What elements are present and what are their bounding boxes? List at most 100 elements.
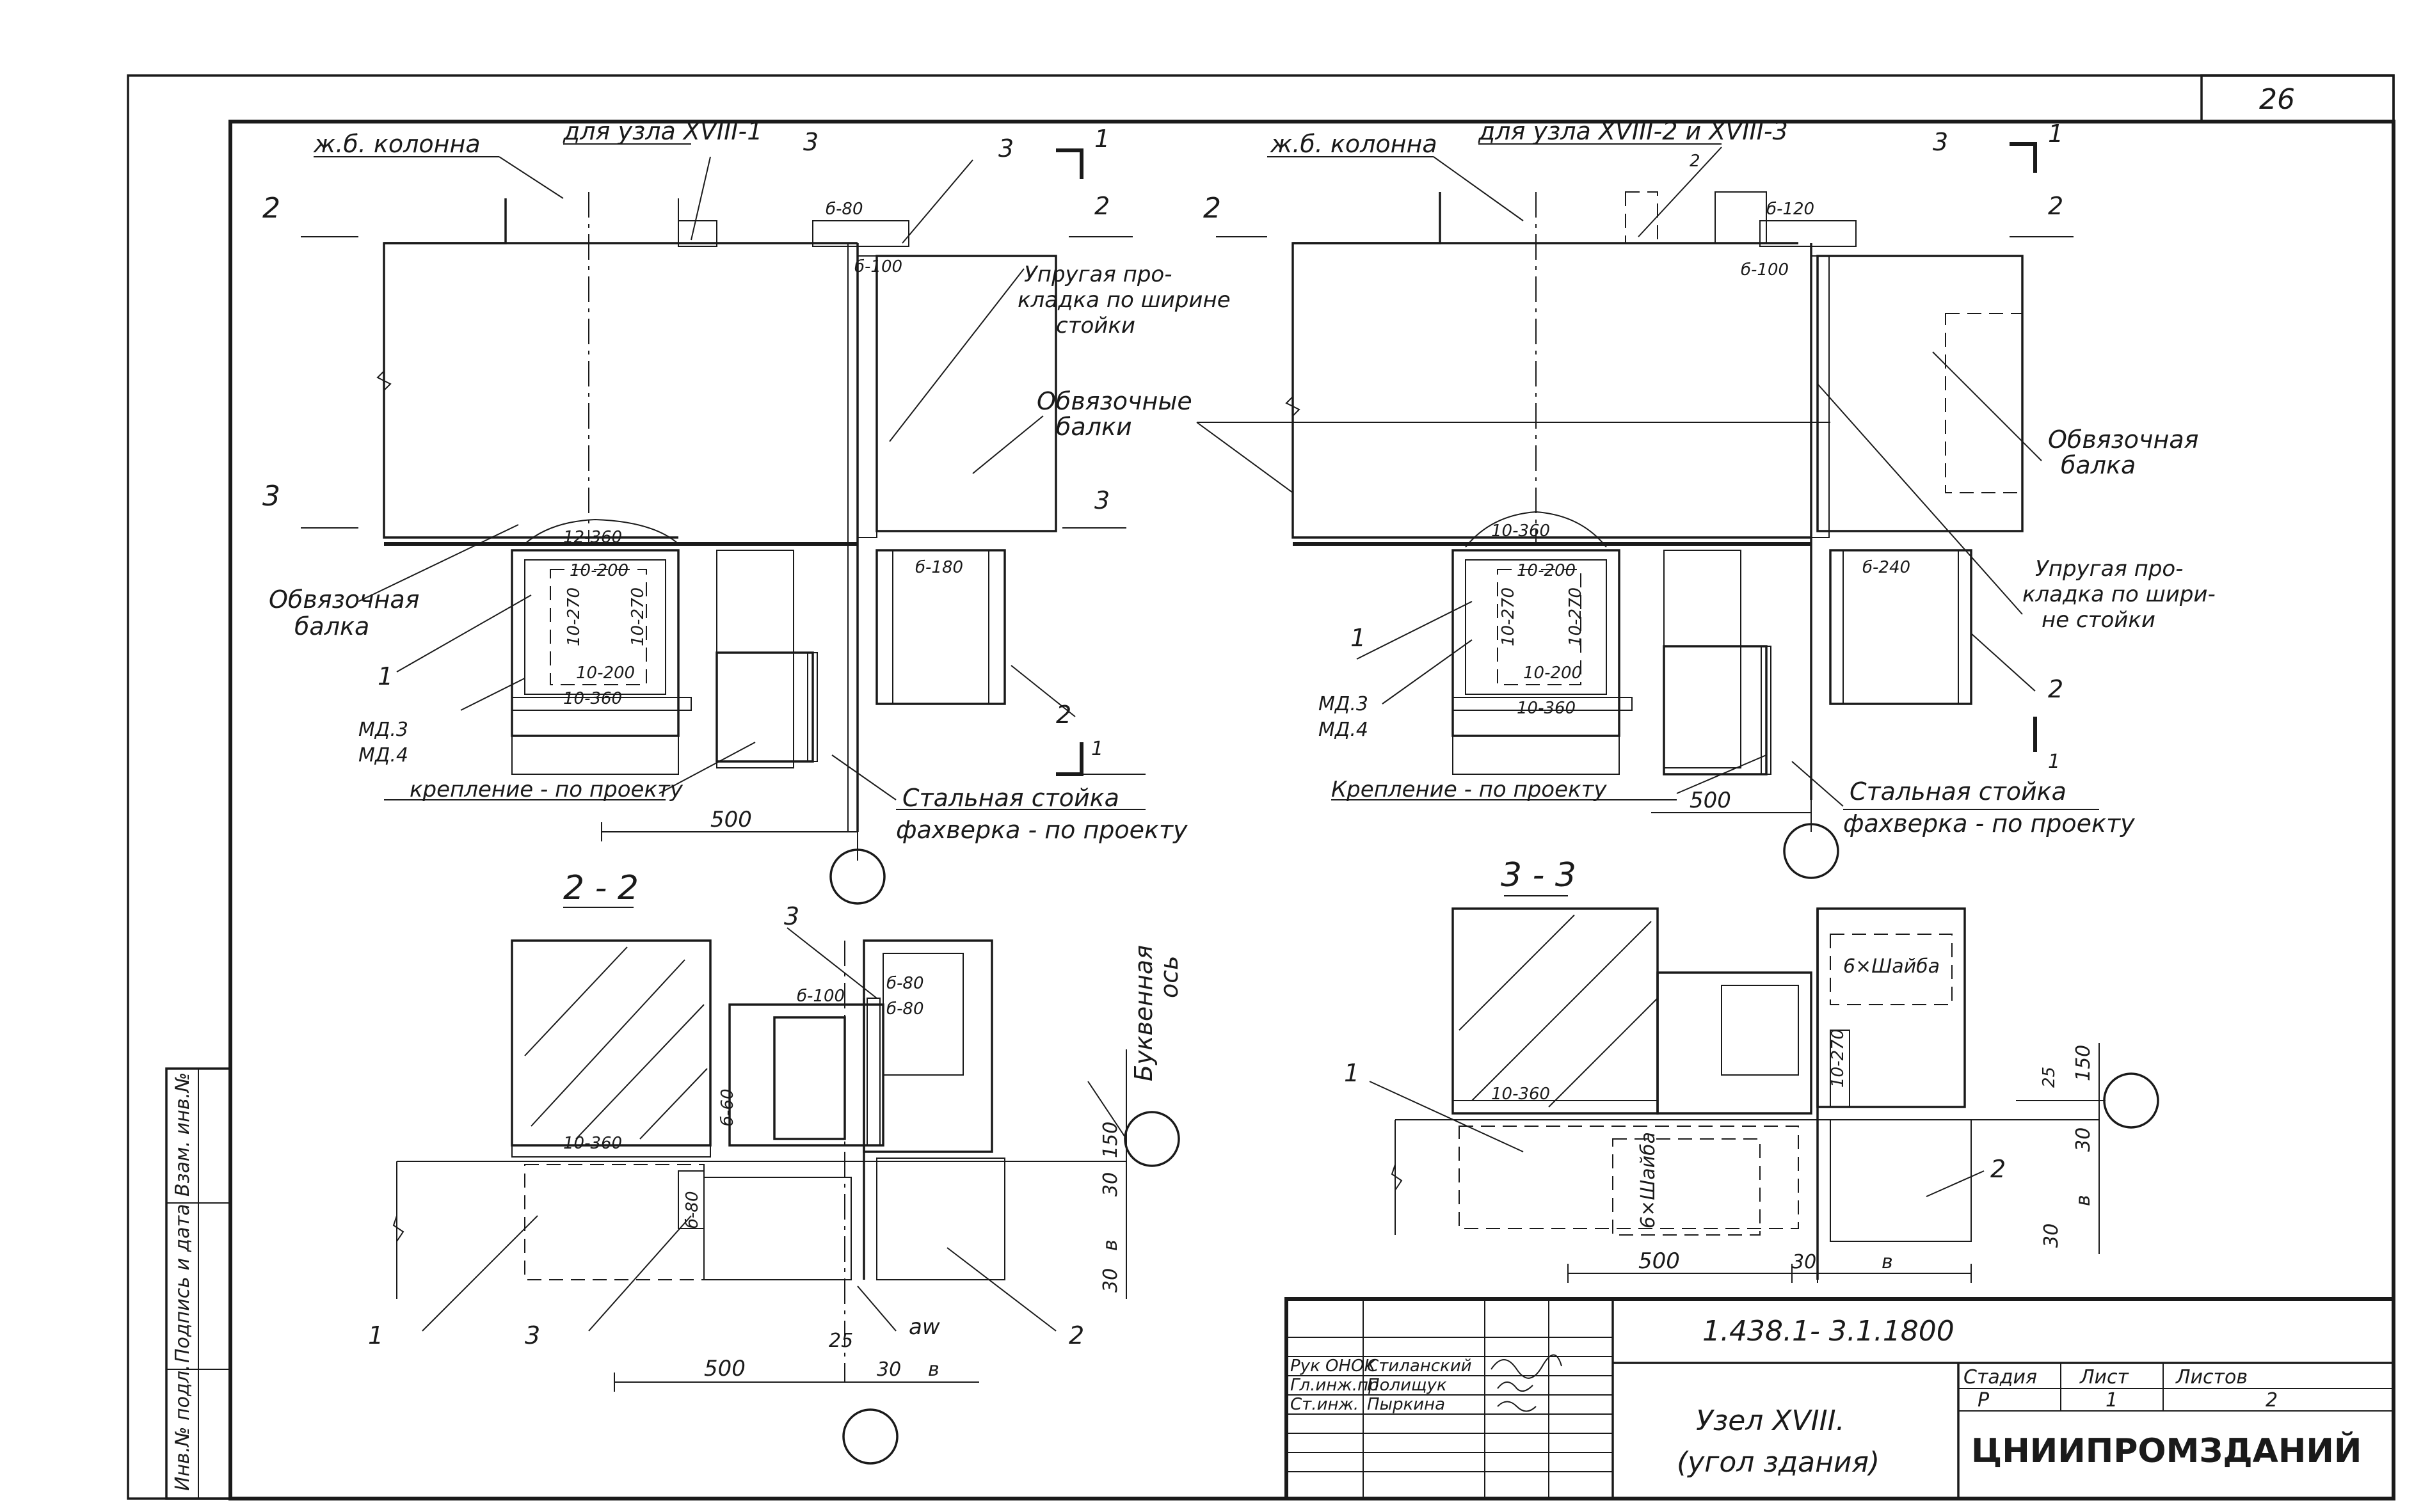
left-plate-b180: б-180 xyxy=(915,558,963,577)
signer-role-2: Гл.инж.пр xyxy=(1290,1376,1379,1395)
right-pad-label-3: не стойки xyxy=(2042,607,2155,633)
left-steel-post-1: Стальная стойка xyxy=(902,784,1119,812)
right-arrow-1: 1 xyxy=(2048,751,2060,773)
signer-name-2: Полищук xyxy=(1367,1376,1447,1395)
left-pad-label-2: кладка по ширине xyxy=(1018,287,1231,313)
section-3-3-title: 3 - 3 xyxy=(1501,856,1576,895)
right-section-2-right: 2 xyxy=(2048,192,2063,220)
left-plate-12-360: 12-360 xyxy=(563,528,622,547)
right-md4: МД.4 xyxy=(1318,719,1368,741)
left-item3-a: 3 xyxy=(803,128,819,156)
s33-item2: 2 xyxy=(1990,1155,2006,1183)
right-md3: МД.3 xyxy=(1318,693,1368,715)
left-pad-label-3: стойки xyxy=(1056,313,1135,338)
right-plate-10-200a: 10-200 xyxy=(1517,561,1576,580)
s22-plate-b80b: б-80 xyxy=(886,999,924,1019)
s33-washer-top: 6×Шайба xyxy=(1843,955,1940,978)
left-section-3-mark: 3 xyxy=(262,480,280,513)
organization: ЦНИИПРОМЗДАНИЙ xyxy=(1971,1431,2362,1470)
s33-dim-25: 25 xyxy=(2040,1067,2059,1088)
drawing-title-1: Узел XVIII. xyxy=(1696,1405,1845,1437)
left-plate-b100: б-100 xyxy=(854,257,902,276)
section-2-2-title: 2 - 2 xyxy=(563,869,639,907)
s22-item3-top: 3 xyxy=(784,902,799,930)
view-left: ж.б. колонна для узла XVIII-1 3 3 2 3 1 … xyxy=(262,117,1231,905)
right-node-label: для узла XVIII-2 и XVIII-3 xyxy=(1478,117,1788,145)
s33-dim-30a: 30 xyxy=(2072,1127,2095,1152)
title-block: Рук ОНОК Стиланский Гл.инж.пр Полищук Ст… xyxy=(1284,1297,2395,1500)
s22-dim-30a: 30 xyxy=(1099,1172,1122,1197)
right-item2: 2 xyxy=(2048,675,2063,703)
s22-plate-b80a: б-80 xyxy=(886,974,924,993)
signer-name-3: Пыркина xyxy=(1367,1395,1445,1414)
left-item1: 1 xyxy=(378,662,393,690)
side-stamp-inv: Инв.№ подл. xyxy=(172,1365,194,1491)
sheets-header: Листов xyxy=(2175,1366,2248,1389)
left-column-label: ж.б. колонна xyxy=(313,130,481,158)
left-section-1-mark: 1 xyxy=(1094,125,1110,153)
right-beam-label-1: Обвязочная xyxy=(2048,426,2199,454)
left-section-2-mark: 2 xyxy=(262,192,280,225)
left-node-label: для узла XVIII-1 xyxy=(563,117,762,145)
s22-dim-b2: в xyxy=(928,1358,939,1381)
s22-dim-30b: 30 xyxy=(1099,1268,1122,1293)
s33-dim-b2: в xyxy=(1882,1251,1893,1273)
s22-plate-b60: б-60 xyxy=(718,1089,737,1127)
right-item2-top: 2 xyxy=(1690,152,1700,171)
right-section-2-left: 2 xyxy=(1203,192,1221,225)
s22-plate-b100: б-100 xyxy=(797,987,845,1006)
s33-plate-10-360: 10-360 xyxy=(1491,1085,1550,1104)
s33-dim-b: в xyxy=(2072,1195,2095,1206)
s22-plate-10-360: 10-360 xyxy=(563,1134,622,1153)
s22-dim-500: 500 xyxy=(704,1356,746,1381)
sheet-header: Лист xyxy=(2079,1366,2130,1389)
left-section-2-right: 2 xyxy=(1094,192,1110,220)
left-md3: МД.3 xyxy=(358,719,408,741)
right-steel-post-1: Стальная стойка xyxy=(1850,777,2066,806)
left-md4: МД.4 xyxy=(358,744,408,767)
left-dim-500: 500 xyxy=(710,807,752,832)
right-pad-label-2: кладка по шири- xyxy=(2022,582,2216,607)
s33-dim-150: 150 xyxy=(2072,1045,2095,1081)
signer-name-1: Стиланский xyxy=(1367,1357,1472,1376)
s33-item1: 1 xyxy=(1344,1059,1359,1087)
signer-role-1: Рук ОНОК xyxy=(1290,1357,1377,1376)
left-plate-b80: б-80 xyxy=(826,200,863,219)
s22-axis-label-2: ось xyxy=(1155,955,1183,998)
right-plate-b120: б-120 xyxy=(1766,200,1814,219)
s33-dim-30b: 30 xyxy=(2040,1223,2063,1248)
right-fastening: Крепление - по проекту xyxy=(1331,777,1607,802)
right-plate-10-360b: 10-360 xyxy=(1517,699,1576,718)
left-pad-label-1: Упругая про- xyxy=(1024,262,1172,287)
left-plate-10-200a: 10-200 xyxy=(570,561,628,580)
left-item3-b: 3 xyxy=(998,134,1014,163)
left-beam-label-2: балка xyxy=(294,612,369,641)
s22-item3: 3 xyxy=(525,1321,540,1349)
side-stamp-sign: Подпись и дата xyxy=(172,1204,194,1364)
right-column-label: ж.б. колонна xyxy=(1270,130,1437,158)
s22-item2: 2 xyxy=(1069,1321,1084,1349)
right-pad-label-1: Упругая про- xyxy=(2035,556,2184,582)
right-beam-label-2: балка xyxy=(2061,451,2136,479)
left-plate-10-270a: 10-270 xyxy=(564,587,584,646)
right-plate-10-270b: 10-270 xyxy=(1566,587,1585,646)
s33-dim-500: 500 xyxy=(1638,1248,1680,1274)
left-plate-10-200b: 10-200 xyxy=(576,664,635,683)
right-item1: 1 xyxy=(1350,624,1366,652)
left-beam-label-1: Обвязочная xyxy=(269,585,420,614)
designation: 1.438.1- 3.1.1800 xyxy=(1702,1315,1954,1348)
left-section-3-right: 3 xyxy=(1094,486,1110,514)
left-item2: 2 xyxy=(1056,701,1071,729)
sheet-value: 1 xyxy=(2106,1389,2118,1412)
drawing-title-2: (угол здания) xyxy=(1677,1446,1880,1479)
left-plate-10-270b: 10-270 xyxy=(628,587,648,646)
right-plate-10-200b: 10-200 xyxy=(1523,664,1582,683)
stage-header: Стадия xyxy=(1963,1366,2037,1389)
signer-role-3: Ст.инж. xyxy=(1290,1395,1359,1414)
stage-value: Р xyxy=(1978,1389,1990,1412)
right-plate-b100: б-100 xyxy=(1741,260,1789,280)
section-3-3: 3 - 3 6×Шайба 10-270 10-360 6×Шайба 25 1… xyxy=(1344,856,2159,1283)
right-section-1-mark: 1 xyxy=(2048,120,2063,148)
s22-dim-30c: 30 xyxy=(877,1358,901,1381)
